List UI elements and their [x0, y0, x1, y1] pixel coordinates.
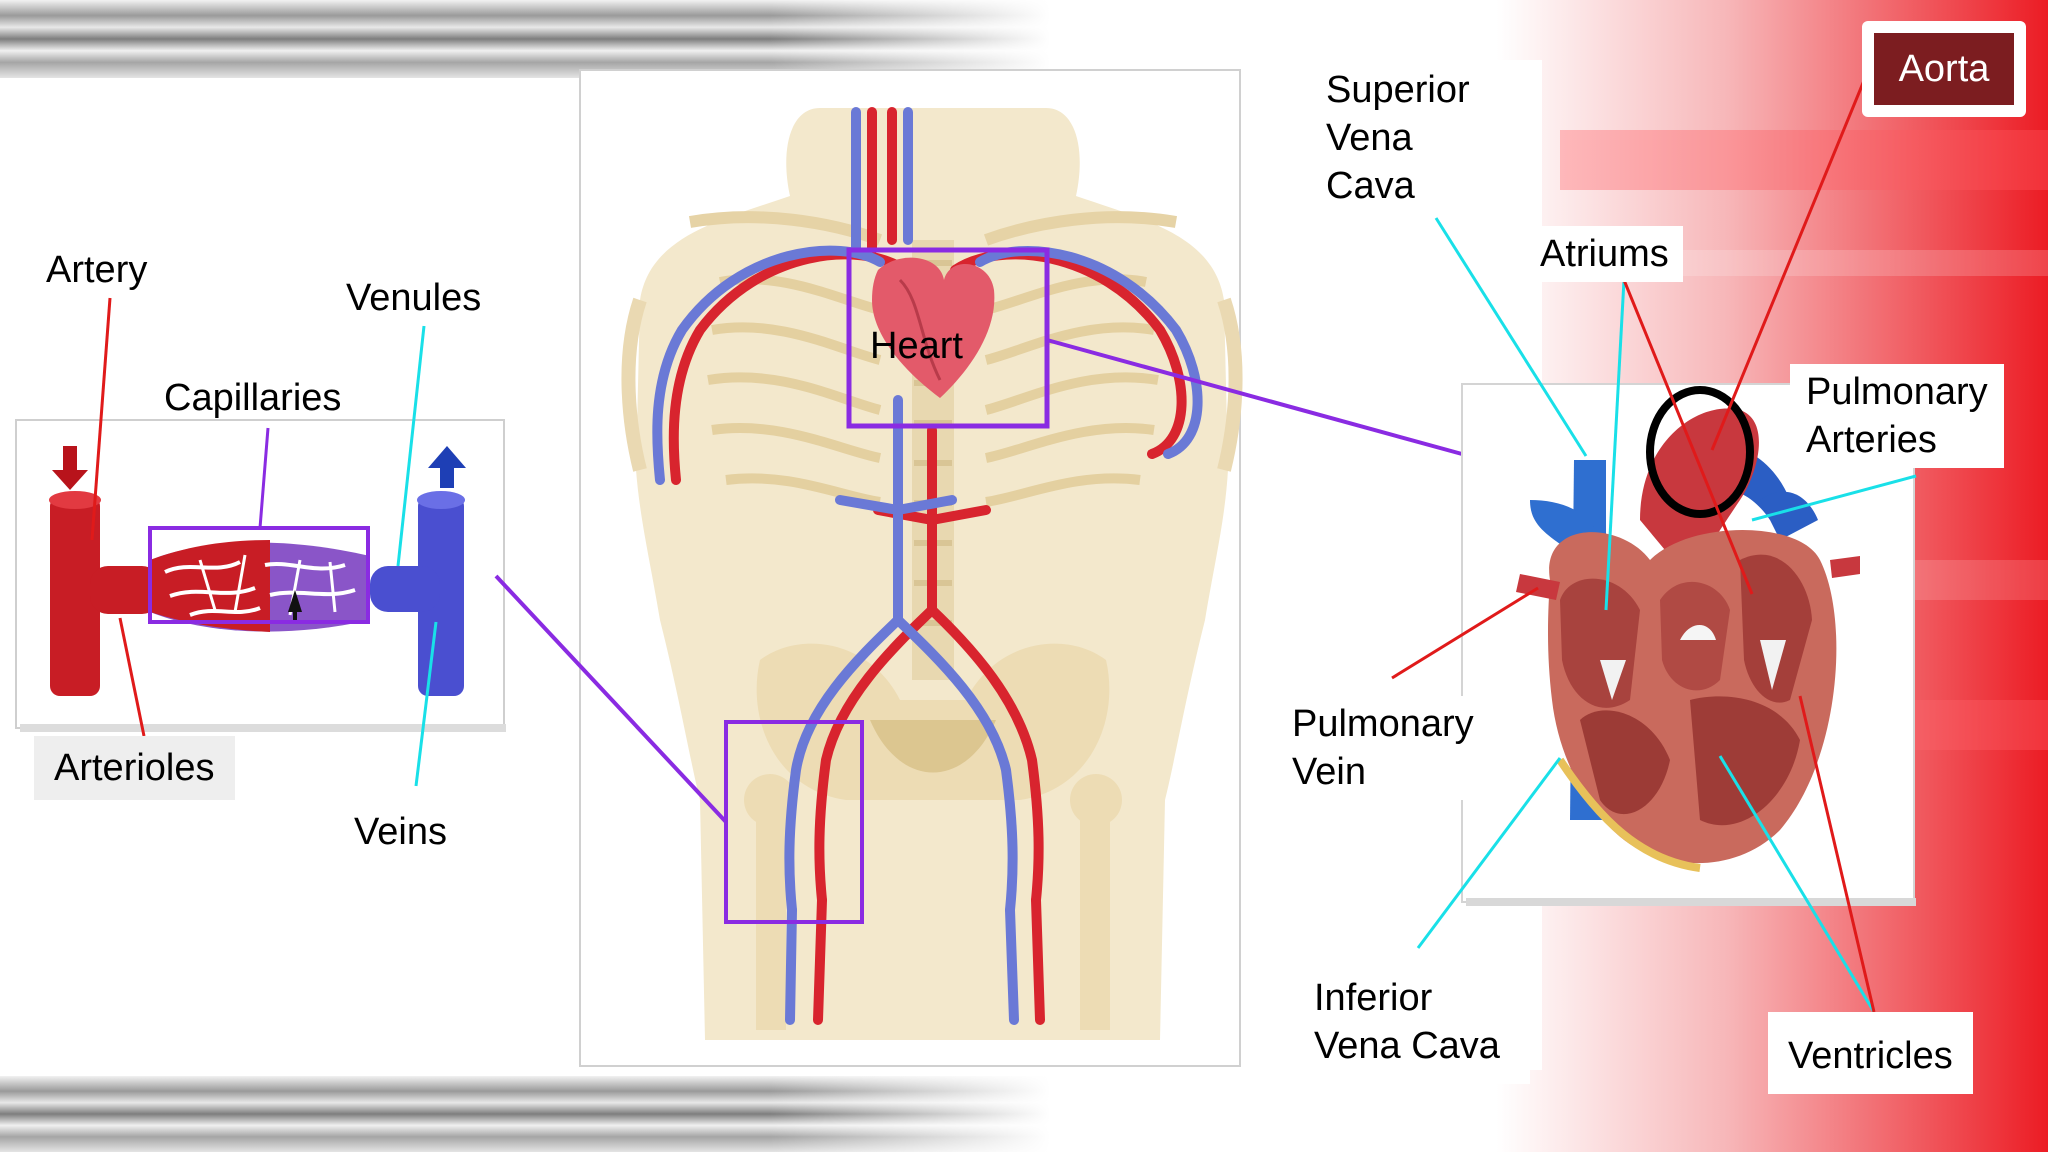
- heart-highlight-box: [846, 247, 1050, 429]
- vein-vessel: [370, 491, 465, 696]
- label-superior-vena-cava: Superior Vena Cava: [1318, 66, 1478, 210]
- aorta-label-box: Aorta: [1862, 21, 2026, 117]
- label-atriums: Atriums: [1532, 226, 1683, 282]
- label-veins: Veins: [354, 811, 447, 853]
- body-illustration: [621, 107, 1243, 1040]
- label-pulmonary-vein: Pulmonary Vein: [1284, 696, 1482, 800]
- label-aorta: Aorta: [1874, 33, 2014, 105]
- left-pointers: [90, 297, 438, 787]
- label-venules: Venules: [346, 277, 482, 319]
- capillary-bed: [150, 540, 370, 632]
- label-pulmonary-arteries: Pulmonary Arteries: [1790, 364, 2004, 468]
- heart-connector-line: [1046, 338, 1463, 456]
- label-capillaries: Capillaries: [164, 377, 342, 419]
- label-inferior-vena-cava: Inferior Vena Cava: [1294, 950, 1530, 1084]
- label-heart: Heart: [870, 325, 963, 367]
- label-ventricles: Ventricles: [1768, 1012, 1973, 1094]
- vessel-connector-line: [494, 574, 728, 824]
- right-pointers: [1391, 65, 1917, 1013]
- aorta-marker-circle: [1646, 386, 1754, 518]
- vessel-panel: [15, 419, 506, 732]
- arrow-up-icon: [428, 446, 466, 488]
- capillary-highlight-box: [148, 526, 370, 624]
- arrow-down-icon: [52, 446, 88, 490]
- label-artery: Artery: [46, 249, 148, 291]
- body-heart: [872, 257, 995, 398]
- heart-panel: [1461, 383, 1916, 906]
- label-arterioles: Arterioles: [34, 736, 235, 800]
- artery-vessel: [49, 491, 160, 696]
